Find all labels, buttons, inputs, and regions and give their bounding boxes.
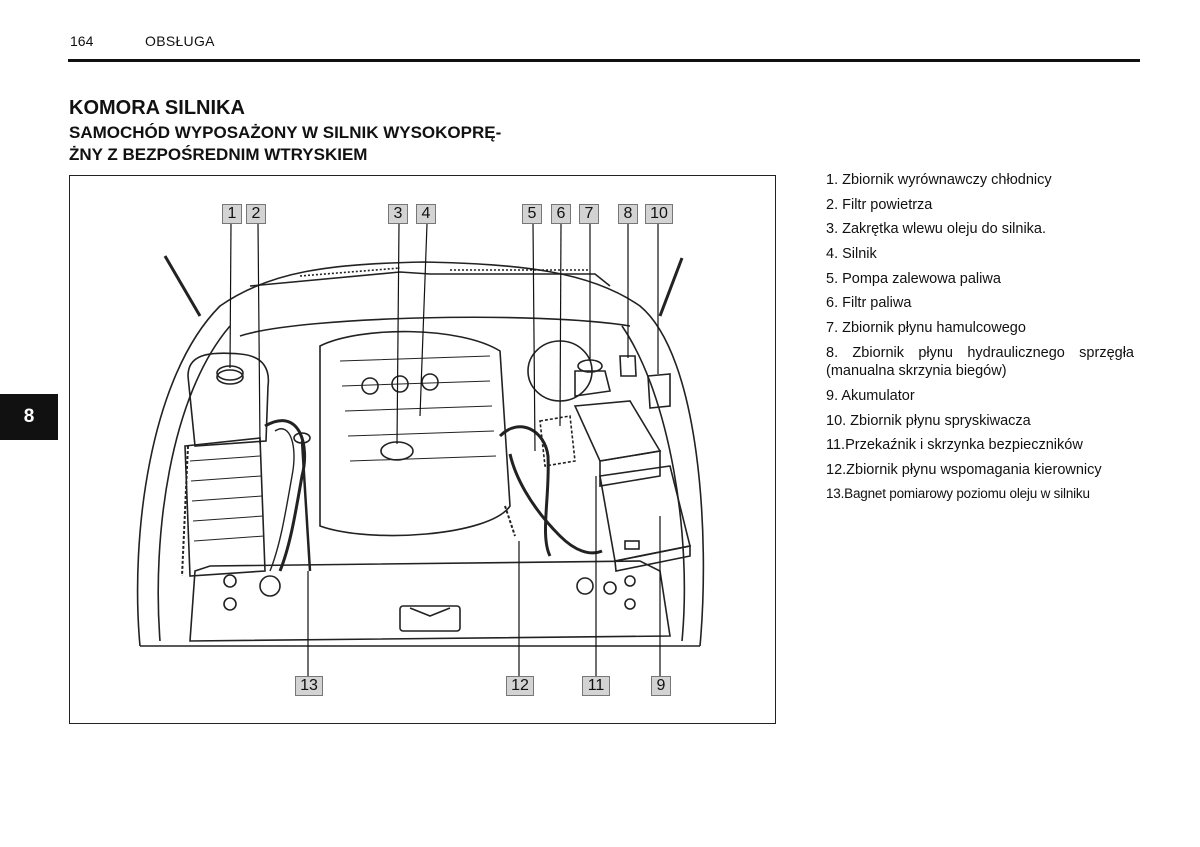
page-number: 164 — [70, 33, 94, 49]
legend-item: 4. Silnik — [826, 246, 877, 262]
legend-item: 13.Bagnet pomiarowy poziomu oleju w siln… — [826, 486, 1090, 501]
callout-10: 10 — [645, 204, 673, 224]
section-title: OBSŁUGA — [145, 33, 215, 49]
callout-11: 11 — [582, 676, 610, 696]
callout-8: 8 — [618, 204, 638, 224]
legend-item: 2. Filtr powietrza — [826, 197, 933, 213]
callout-3: 3 — [388, 204, 408, 224]
callout-5: 5 — [522, 204, 542, 224]
legend-item: 7. Zbiornik płynu hamulcowego — [826, 320, 1026, 336]
callout-13: 13 — [295, 676, 323, 696]
page-subtitle-line-2: ŻNY Z BEZPOŚREDNIM WTRYSKIEM — [69, 145, 368, 164]
chapter-tab: 8 — [0, 394, 58, 440]
legend-item: 1. Zbiornik wyrównawczy chłodnicy — [826, 172, 1052, 188]
legend-item: 10. Zbiornik płynu spryskiwacza — [826, 413, 1031, 429]
callout-12: 12 — [506, 676, 534, 696]
header-rule — [68, 59, 1140, 62]
legend-item: 9. Akumulator — [826, 388, 915, 404]
callout-6: 6 — [551, 204, 571, 224]
legend-item: 11.Przekaźnik i skrzynka bezpieczników — [826, 437, 1083, 453]
callout-7: 7 — [579, 204, 599, 224]
engine-bay-illustration — [136, 223, 705, 676]
callout-4: 4 — [416, 204, 436, 224]
legend-item: 12.Zbiornik płynu wspomagania kierownicy — [826, 462, 1102, 478]
callout-1: 1 — [222, 204, 242, 224]
callout-9: 9 — [651, 676, 671, 696]
legend-item: 6. Filtr paliwa — [826, 295, 912, 311]
page-subtitle-line-1: SAMOCHÓD WYPOSAŻONY W SILNIK WYSOKOPRĘ- — [69, 123, 502, 142]
legend-item: 3. Zakrętka wlewu oleju do silnika. — [826, 221, 1047, 237]
legend-item: 5. Pompa zalewowa paliwa — [826, 271, 1001, 287]
callout-2: 2 — [246, 204, 266, 224]
legend-item: 8. Zbiornik płynu hydraulicznego sprzęgł… — [826, 345, 1134, 379]
engine-bay-figure: 1 2 3 4 5 6 7 8 10 13 12 11 9 — [69, 175, 776, 724]
page-title: KOMORA SILNIKA — [69, 97, 245, 119]
